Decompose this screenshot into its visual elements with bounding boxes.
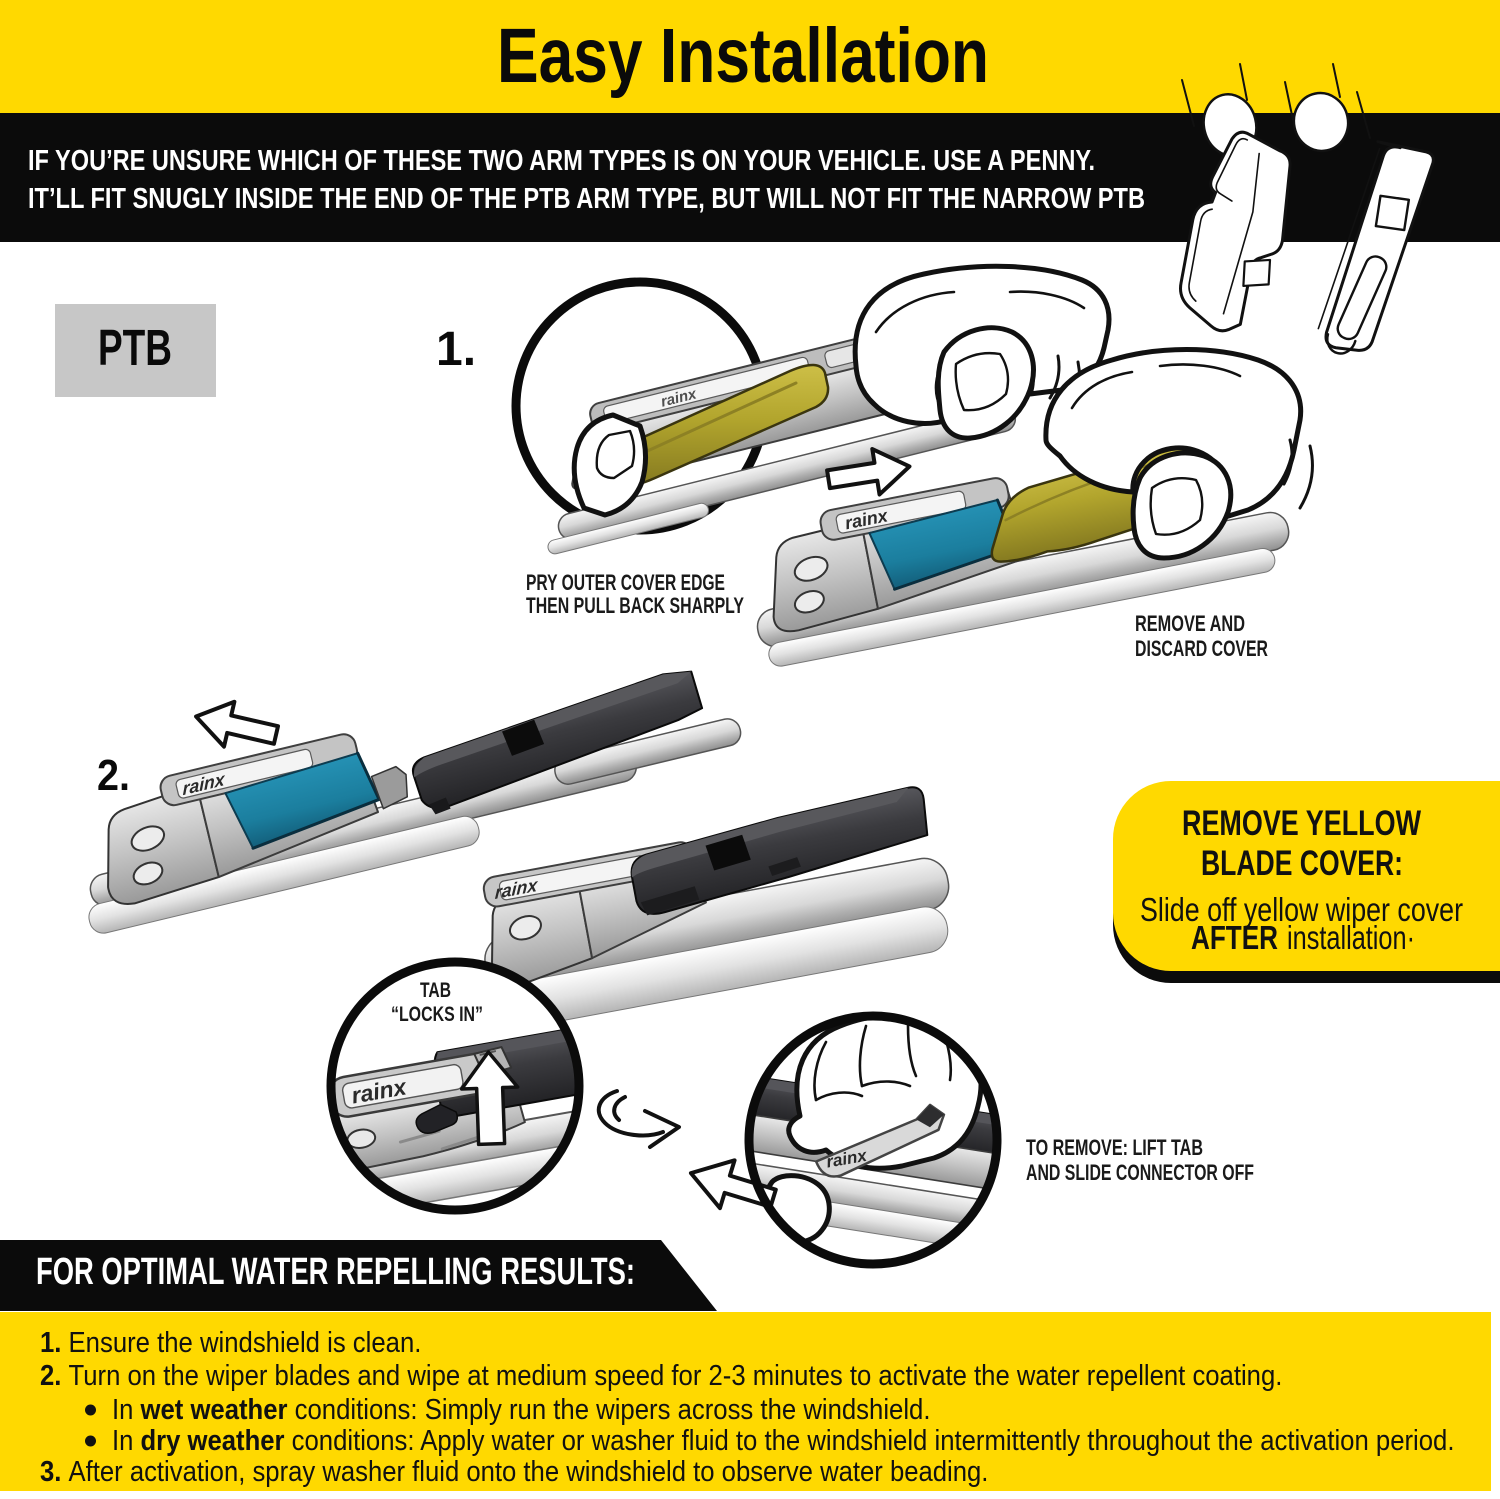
svg-text:Easy Installation: Easy Installation: [497, 13, 989, 99]
svg-text:wet weather: wet weather: [140, 1394, 288, 1426]
svg-text:1.: 1.: [40, 1327, 61, 1359]
svg-text:IF YOU’RE UNSURE WHICH OF THES: IF YOU’RE UNSURE WHICH OF THESE TWO ARM …: [28, 145, 1095, 177]
svg-text:conditions: Apply water or was: conditions: Apply water or washer fluid …: [285, 1425, 1455, 1457]
svg-text:2.: 2.: [40, 1360, 61, 1392]
svg-text:FOR OPTIMAL WATER REPELLING RE: FOR OPTIMAL WATER REPELLING RESULTS:: [36, 1251, 635, 1293]
svg-text:PTB: PTB: [98, 319, 172, 376]
svg-text:In: In: [112, 1425, 141, 1457]
svg-text:PRY OUTER COVER EDGE: PRY OUTER COVER EDGE: [526, 570, 725, 595]
svg-text:After activation, spray washer: After activation, spray washer fluid ont…: [61, 1456, 988, 1488]
svg-text:2.: 2.: [97, 751, 130, 800]
svg-text:AFTER: AFTER: [1191, 919, 1278, 956]
svg-text:THEN PULL BACK SHARPLY: THEN PULL BACK SHARPLY: [526, 593, 744, 618]
svg-text:BLADE COVER:: BLADE COVER:: [1201, 844, 1403, 883]
svg-text:dry weather: dry weather: [141, 1425, 285, 1457]
svg-text:REMOVE AND: REMOVE AND: [1135, 611, 1245, 636]
svg-text:Ensure the windshield is clean: Ensure the windshield is clean.: [61, 1327, 421, 1359]
svg-text:TO REMOVE: LIFT TAB: TO REMOVE: LIFT TAB: [1026, 1135, 1203, 1160]
svg-text:Turn on the wiper blades and w: Turn on the wiper blades and wipe at med…: [61, 1360, 1282, 1392]
svg-text:TAB: TAB: [420, 979, 451, 1002]
svg-text:“LOCKS IN”: “LOCKS IN”: [391, 1003, 483, 1026]
svg-text:Slide off yellow wiper cover: Slide off yellow wiper cover: [1140, 891, 1463, 928]
svg-text:1.: 1.: [436, 323, 476, 376]
svg-text:AND SLIDE CONNECTOR OFF: AND SLIDE CONNECTOR OFF: [1026, 1160, 1254, 1185]
svg-text:IT’LL FIT SNUGLY INSIDE THE EN: IT’LL FIT SNUGLY INSIDE THE END OF THE P…: [28, 183, 1145, 215]
svg-text:conditions: Simply run the wip: conditions: Simply run the wipers across…: [288, 1394, 931, 1426]
svg-text:REMOVE YELLOW: REMOVE YELLOW: [1182, 804, 1421, 843]
svg-text:installation·: installation·: [1287, 919, 1415, 956]
svg-text:In: In: [112, 1394, 141, 1426]
svg-text:3.: 3.: [40, 1456, 61, 1488]
svg-text:DISCARD COVER: DISCARD COVER: [1135, 636, 1268, 661]
